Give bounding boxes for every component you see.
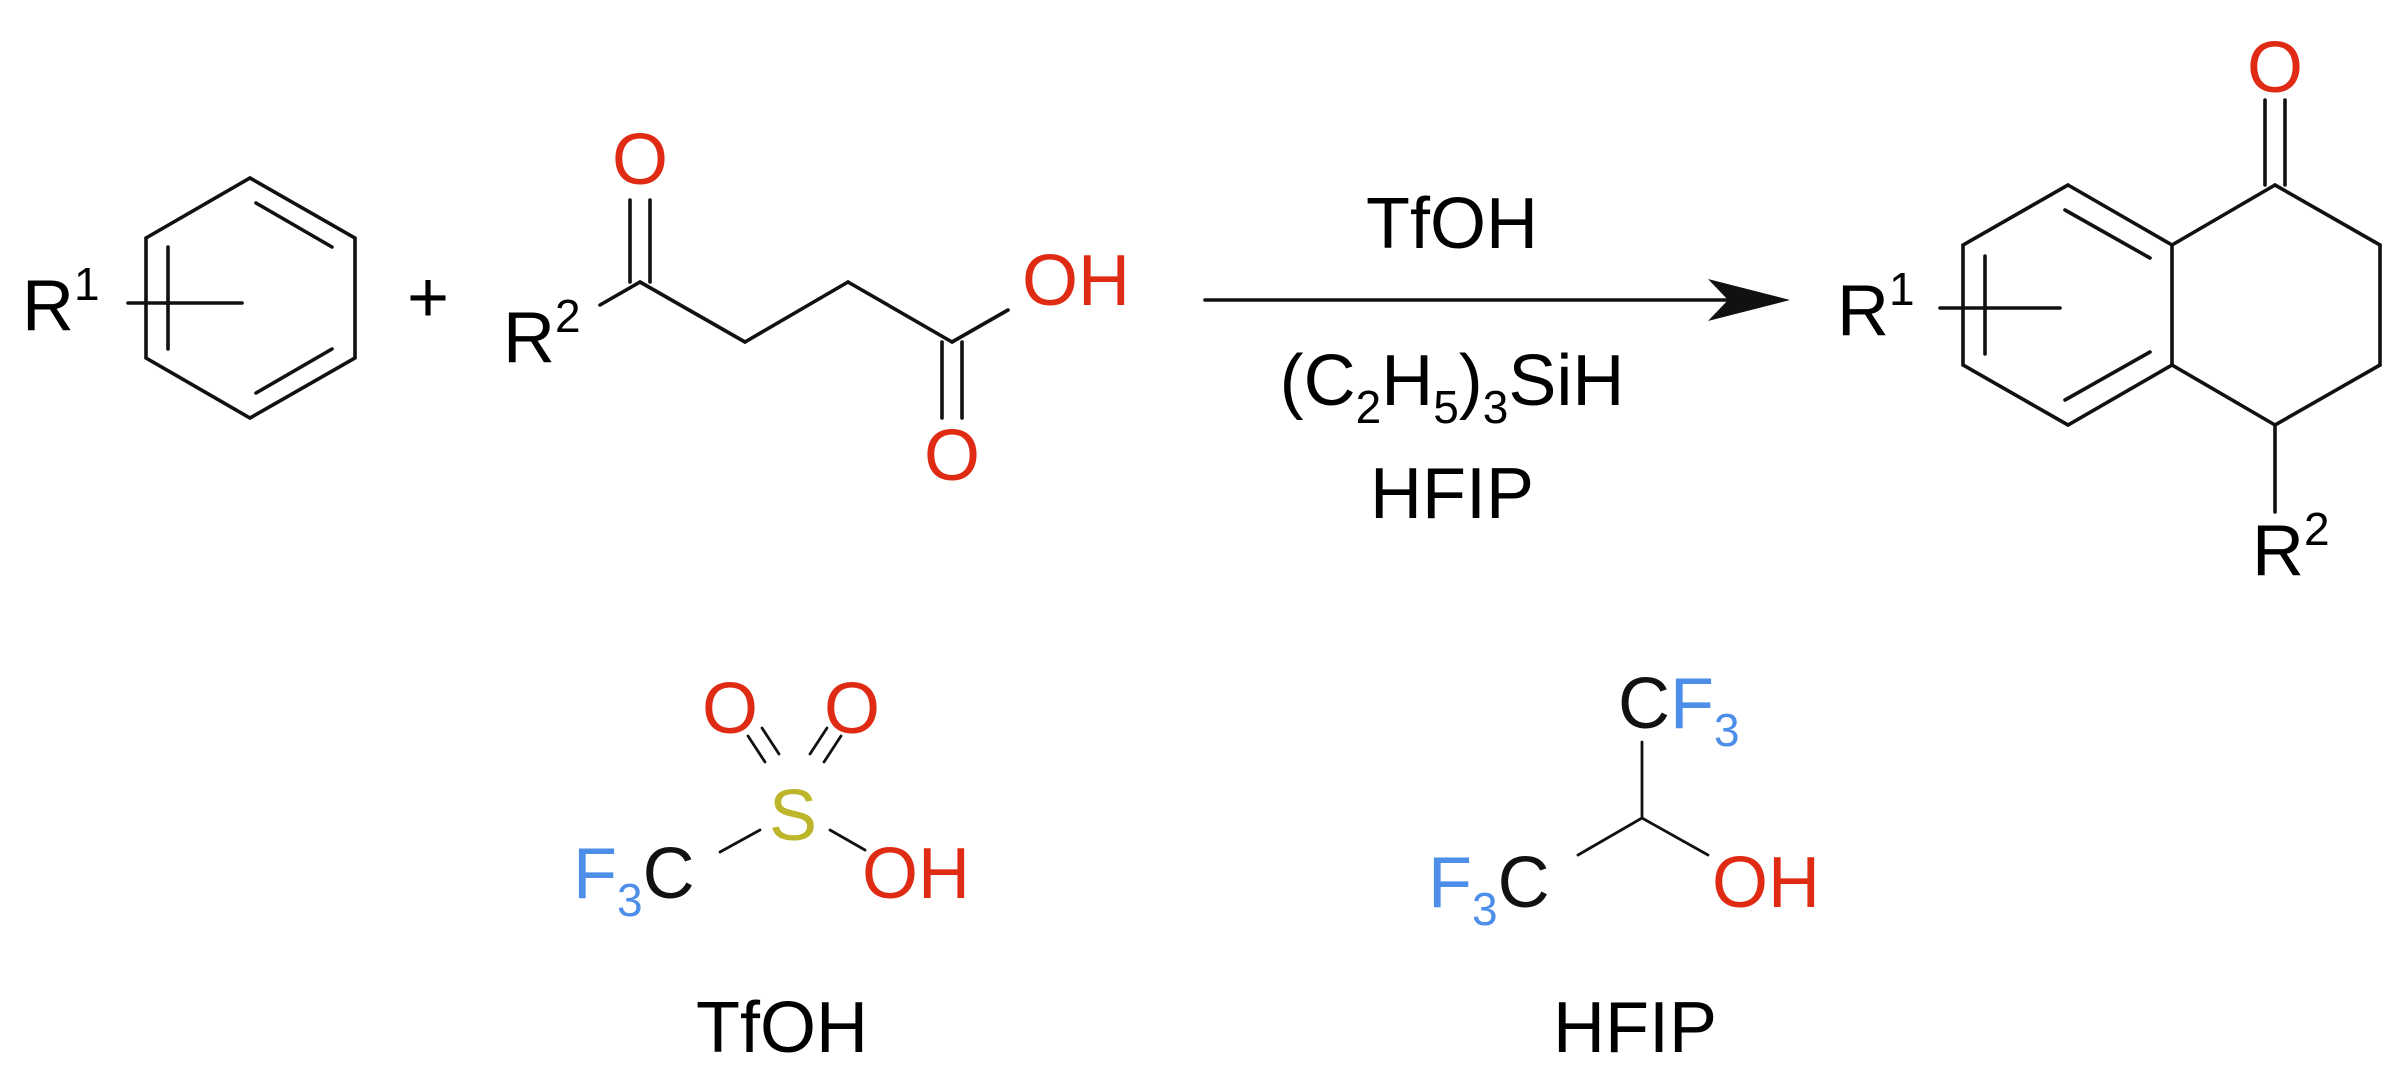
plus-sign: + — [407, 258, 449, 338]
tfoh-cf3: F3C — [573, 834, 695, 926]
hfip-left-bond — [1576, 816, 1644, 857]
product-double-bond — [2063, 208, 2152, 260]
reagent-triethylsilane: (C2H5)3SiH — [1280, 341, 1625, 433]
keto-acid-bond — [638, 280, 747, 344]
so-double-bond — [760, 726, 781, 756]
reagent-hfip: HFIP — [1370, 454, 1534, 534]
product-r1-label: R1 — [1837, 263, 1915, 351]
acid-oh-bond — [950, 308, 1010, 344]
product-ring-bond — [2170, 183, 2277, 247]
tetralone-product: O R1 R2 — [1837, 28, 2382, 591]
arene-double-bond — [254, 201, 334, 249]
r2-label: R2 — [503, 290, 581, 378]
product-ring-bond — [2273, 183, 2382, 247]
tfoh-oxygen-right: O — [824, 669, 880, 749]
hfip-left-cf3: F3C — [1428, 843, 1550, 935]
tfoh-structure: O O S F3C OH — [573, 669, 970, 926]
product-aromatic-ring — [1961, 182, 2174, 428]
ketone-oxygen: O — [612, 120, 668, 200]
tfoh-oxygen-left: O — [702, 669, 758, 749]
acid-carbonyl-oxygen: O — [924, 416, 980, 496]
so-double-bond — [822, 734, 843, 764]
so-double-bond — [808, 726, 829, 756]
product-ring-bond — [2170, 363, 2277, 427]
so-double-bond — [746, 734, 767, 764]
hfip-top-cf3: CF3 — [1618, 664, 1740, 756]
benzene-ring — [144, 175, 357, 421]
product-ketone-oxygen: O — [2247, 28, 2303, 108]
hfip-oh-bond — [1640, 816, 1710, 857]
soh-bond — [828, 828, 867, 852]
product-double-bond — [2063, 350, 2152, 402]
keto-acid-bond — [846, 280, 954, 344]
hfip-caption: HFIP — [1553, 988, 1717, 1068]
product-r2-label: R2 — [2252, 503, 2330, 591]
arrow-head — [1708, 279, 1790, 321]
tfoh-sulfur: S — [769, 776, 817, 856]
keto-acid-bond — [598, 280, 642, 307]
keto-acid-bond — [743, 280, 850, 344]
reagent-tfoh: TfOH — [1366, 184, 1538, 264]
acid-hydroxyl: OH — [1022, 241, 1130, 321]
hfip-hydroxyl: OH — [1712, 843, 1820, 923]
r1-label: R1 — [22, 258, 100, 346]
arene-reactant: R1 — [22, 175, 357, 421]
tfoh-hydroxyl: OH — [862, 834, 970, 914]
tfoh-caption: TfOH — [696, 988, 868, 1068]
hfip-structure: CF3 F3C OH — [1428, 664, 1820, 935]
reaction-arrow — [1203, 279, 1790, 321]
product-ring-bond — [2273, 363, 2382, 427]
sc-bond — [718, 828, 762, 854]
arene-double-bond — [254, 347, 334, 395]
keto-acid-reactant: O O OH R2 — [503, 120, 1130, 496]
